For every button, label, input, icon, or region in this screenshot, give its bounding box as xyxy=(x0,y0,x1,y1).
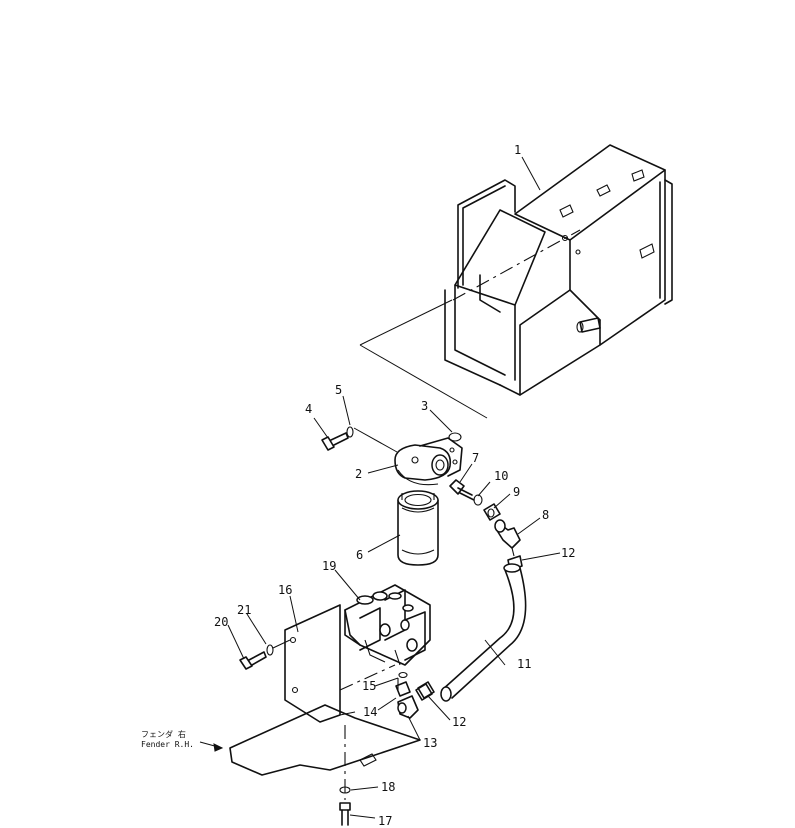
callout-2: 2 xyxy=(355,467,362,481)
leader-lines xyxy=(227,156,561,819)
callout-11: 11 xyxy=(517,657,531,671)
hose-assembly xyxy=(417,555,527,702)
o-ring xyxy=(448,432,462,442)
callout-1: 1 xyxy=(514,143,521,157)
callout-10: 10 xyxy=(494,469,508,483)
valve-bracket xyxy=(284,604,396,723)
housing-cover xyxy=(359,144,673,419)
filter-cartridge xyxy=(397,490,439,566)
callout-17: 17 xyxy=(378,814,392,828)
control-valve xyxy=(344,584,431,666)
callout-5: 5 xyxy=(335,383,342,397)
callout-8: 8 xyxy=(542,508,549,522)
callout-19: 19 xyxy=(322,559,336,573)
callout-21: 21 xyxy=(237,603,251,617)
fender-note: フェンダ 右 Fender R.H. xyxy=(141,729,194,749)
filter-head xyxy=(394,437,463,486)
callout-20: 20 xyxy=(214,615,228,629)
callout-7: 7 xyxy=(472,451,479,465)
fender-note-en: Fender R.H. xyxy=(141,740,194,749)
bracket-bolt xyxy=(239,639,291,670)
lower-fittings xyxy=(395,671,433,719)
callout-9: 9 xyxy=(513,485,520,499)
fender-rh xyxy=(199,704,421,800)
fitting-chain xyxy=(449,479,521,557)
fender-note-jp: フェンダ 右 xyxy=(141,729,186,739)
bolt-and-washer xyxy=(321,426,398,453)
callout-6: 6 xyxy=(356,548,363,562)
callout-18: 18 xyxy=(381,780,395,794)
callout-12-upper: 12 xyxy=(561,546,575,560)
fender-bolt xyxy=(339,786,351,826)
callout-15: 15 xyxy=(362,679,376,693)
callout-3: 3 xyxy=(421,399,428,413)
callout-14: 14 xyxy=(363,705,377,719)
callout-4: 4 xyxy=(305,402,312,416)
callout-labels: 1 2 3 4 5 6 7 8 9 10 11 12 12 13 14 15 1… xyxy=(214,143,575,828)
callout-13: 13 xyxy=(423,736,437,750)
callout-12-lower: 12 xyxy=(452,715,466,729)
callout-16: 16 xyxy=(278,583,292,597)
